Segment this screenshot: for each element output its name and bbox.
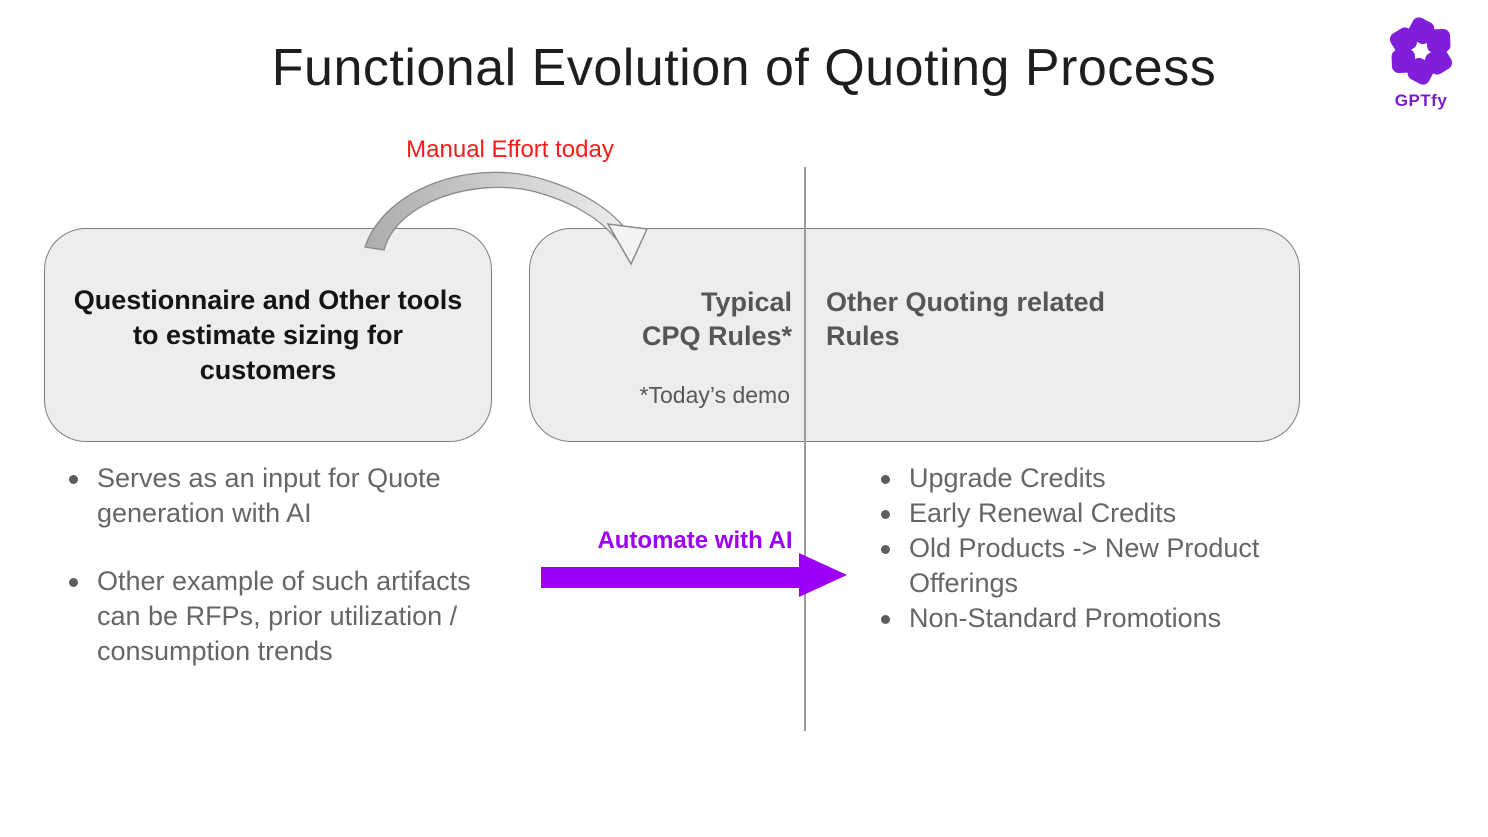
- typical-cpq-rules-line2: CPQ Rules*: [641, 321, 792, 351]
- list-item: Early Renewal Credits: [872, 496, 1342, 531]
- questionnaire-box-text: Questionnaire and Other tools to estimat…: [73, 284, 463, 385]
- list-item: Old Products -> New Product Offerings: [872, 531, 1342, 601]
- typical-cpq-rules-line1: Typical: [700, 287, 792, 317]
- page-title: Functional Evolution of Quoting Process: [271, 39, 1217, 97]
- left-bullet-list: Serves as an input for Quote generation …: [60, 461, 512, 669]
- list-item: Non-Standard Promotions: [872, 601, 1342, 636]
- manual-effort-curved-arrow: [364, 171, 649, 266]
- list-item: Upgrade Credits: [872, 461, 1342, 496]
- automate-with-ai-label: Automate with AI: [597, 527, 793, 554]
- todays-demo-note: *Today’s demo: [639, 382, 790, 408]
- list-item: Other example of such artifacts can be R…: [60, 564, 512, 669]
- other-quoting-rules-heading: Other Quoting related Rules: [826, 287, 1106, 351]
- logo-wordmark: GPTfy: [1394, 91, 1448, 110]
- manual-effort-label: Manual Effort today: [406, 136, 614, 163]
- pinwheel-icon: [1382, 17, 1460, 94]
- column-divider-line: [804, 167, 806, 731]
- automate-right-arrow: [541, 553, 847, 597]
- typical-cpq-rules-heading: Typical CPQ Rules*: [530, 285, 792, 353]
- list-item: Serves as an input for Quote generation …: [60, 461, 512, 531]
- questionnaire-box: Questionnaire and Other tools to estimat…: [44, 228, 492, 442]
- rules-box: Typical CPQ Rules* *Today’s demo Other Q…: [529, 228, 1300, 442]
- gptfy-logo: GPTfy: [1376, 12, 1466, 111]
- right-bullet-list: Upgrade Credits Early Renewal Credits Ol…: [872, 461, 1342, 636]
